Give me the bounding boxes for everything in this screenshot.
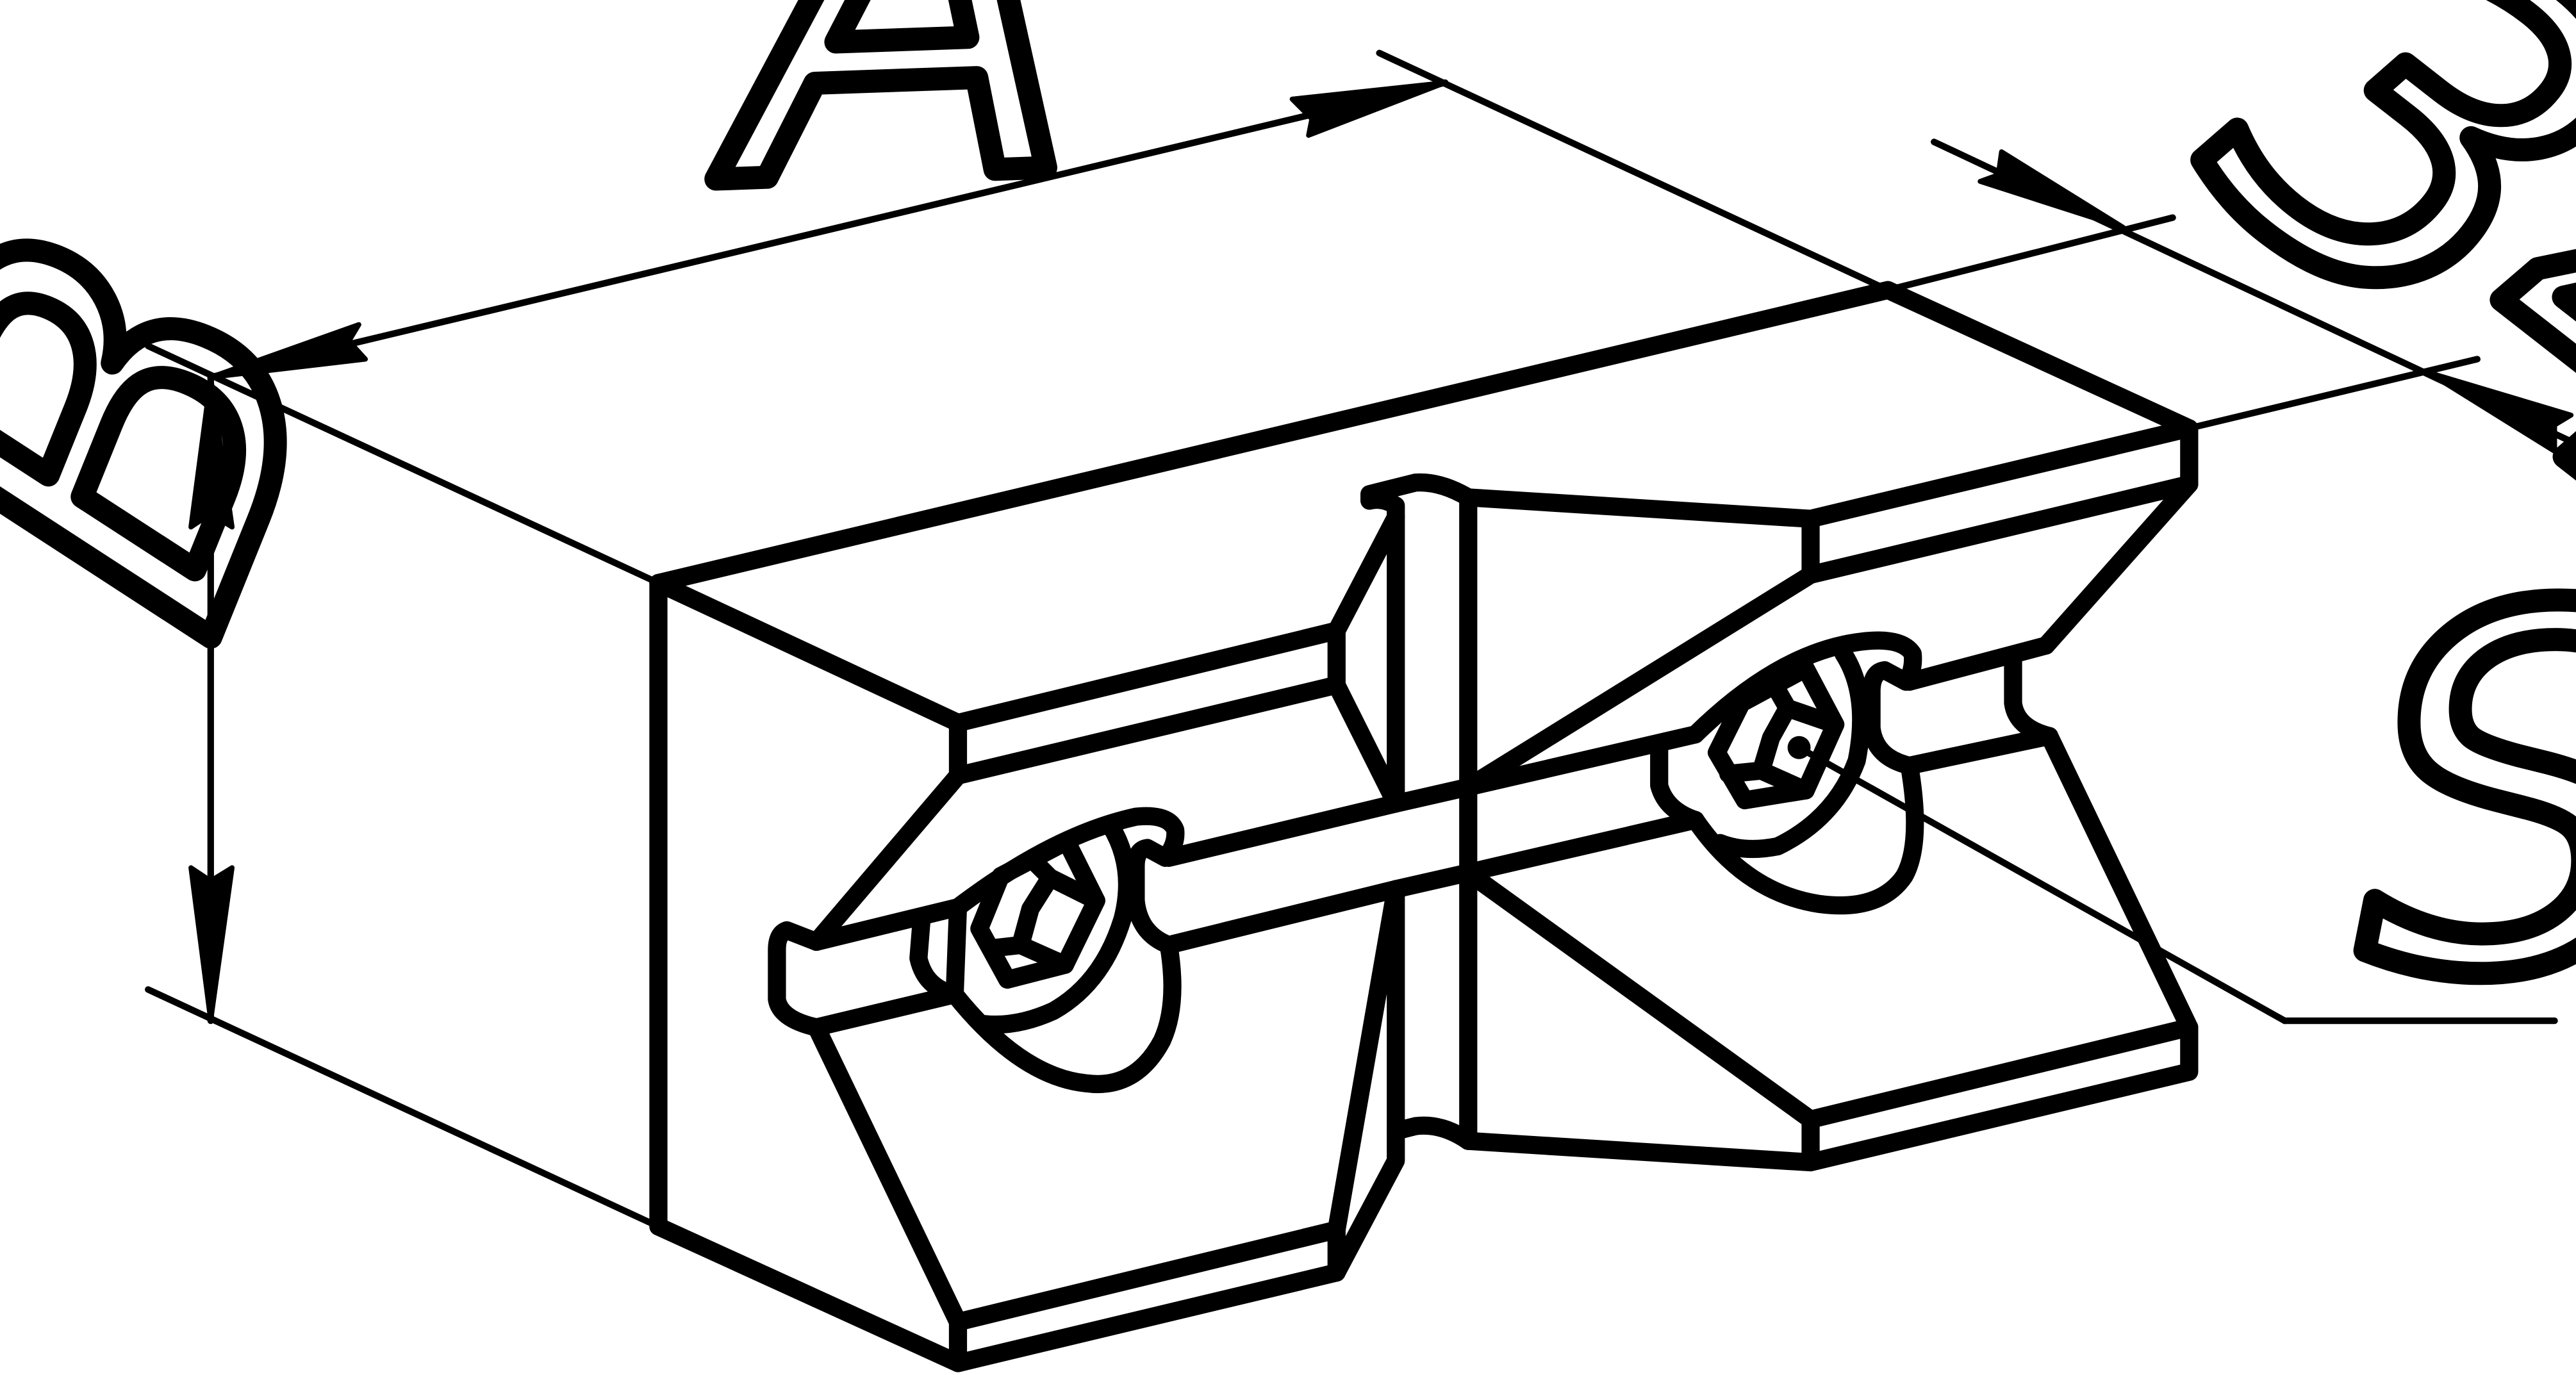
extension-line-top-left xyxy=(145,342,662,587)
right-nut-seat-lip xyxy=(2004,649,2059,745)
arrowhead-depth-start xyxy=(1977,149,2126,230)
label-b: B xyxy=(0,164,441,693)
left-upper-inner-edge xyxy=(1159,794,1405,867)
top-face-outline xyxy=(649,281,2199,655)
right-eye-bolt xyxy=(1650,631,1924,915)
dimension-depth xyxy=(1931,138,2575,454)
left-eye-loop xyxy=(945,807,1185,1093)
leader-point-s xyxy=(1787,736,1811,759)
arrowhead-a-left xyxy=(208,322,368,380)
left-center-notch xyxy=(1327,508,1405,813)
center-cross-lower xyxy=(1387,863,1478,898)
right-upper-ramp xyxy=(1459,565,1820,796)
dimension-a xyxy=(207,79,1449,381)
right-eye-inner-curve xyxy=(1711,645,1870,859)
leader-line-s xyxy=(1796,744,2288,1025)
arrowhead-a-right xyxy=(1289,80,1448,138)
left-hex-nut-facet-3 xyxy=(982,935,1030,958)
left-hex-nut-facet-2 xyxy=(1011,868,1075,974)
right-hex-nut-facet-2 xyxy=(1752,698,1815,800)
right-eye-loop xyxy=(1686,631,1924,915)
right-nut-lower-seat xyxy=(1900,727,2059,775)
left-lower-inner-edge xyxy=(1159,880,1405,955)
right-lower-ramp xyxy=(1459,863,1820,1129)
jaw-body xyxy=(649,281,2199,1372)
left-lower-notch xyxy=(1327,880,1405,1282)
extension-line-bottom-left xyxy=(145,986,662,1230)
dimension-line-a xyxy=(207,79,1449,381)
label-s: S xyxy=(2362,508,2576,1083)
center-cross-upper xyxy=(1387,778,1478,813)
left-bolt-shank xyxy=(768,921,964,1037)
left-lower-ramp xyxy=(807,1018,968,1331)
right-bolt-collar xyxy=(1650,738,1705,829)
dimension-b xyxy=(188,374,235,1025)
extension-lines xyxy=(145,49,2558,1230)
label-a: A xyxy=(695,0,1084,296)
left-upper-jaw xyxy=(948,622,1346,785)
left-bolt-shank-top xyxy=(807,898,968,951)
right-lower-jaw xyxy=(1459,1018,2199,1172)
arrowhead-b-bottom xyxy=(188,865,235,1024)
left-lower-jaw xyxy=(948,1221,1346,1372)
left-eye-inner-curve xyxy=(975,817,1137,1034)
left-eye-bolt xyxy=(768,807,1185,1093)
right-hex-nut-facet-3 xyxy=(1719,761,1771,783)
left-top-chamfer-edge xyxy=(649,573,968,732)
center-slot-bottom xyxy=(1387,1116,1478,1150)
extension-line-top-back xyxy=(1376,49,1892,293)
left-upper-ramp xyxy=(807,766,968,951)
center-slot-top xyxy=(1360,473,1478,527)
arrowhead-b-top xyxy=(188,374,235,530)
right-lower-side xyxy=(2040,727,2199,1037)
arrowhead-depth-end xyxy=(2425,370,2574,454)
right-lower-inner-edge xyxy=(1459,811,1705,882)
right-nut-seat xyxy=(1900,636,2056,691)
